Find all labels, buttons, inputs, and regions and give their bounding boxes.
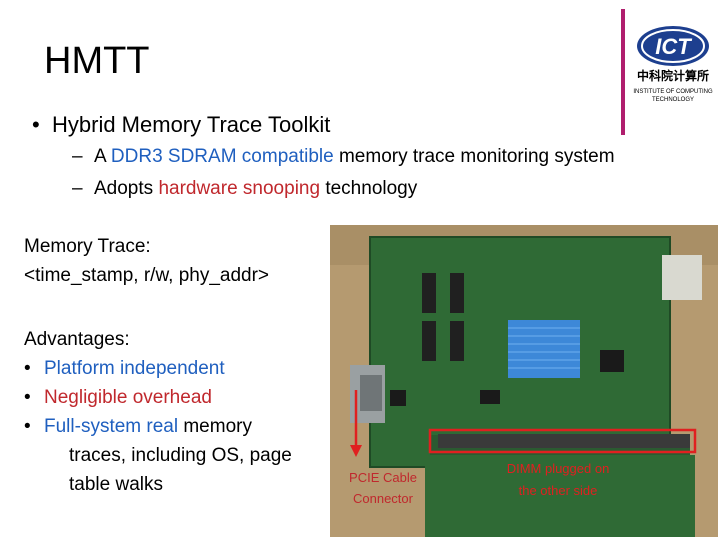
ict-logo-icon: ICT 中科院计算所 INSTITUTE OF COMPUTING TECHNO…	[633, 26, 713, 103]
pcie-caption-2: Connector	[353, 491, 414, 506]
logo-line2: TECHNOLOGY	[652, 97, 694, 103]
advantage-item: •Negligible overhead	[24, 387, 212, 408]
advantage-item: •Full-system real memory	[24, 416, 252, 437]
dimm-caption-1: DIMM plugged on	[507, 461, 610, 476]
logo-cn-text: 中科院计算所	[637, 68, 709, 83]
sub-bullet-snooping: –Adopts hardware snooping technology	[72, 178, 418, 199]
advantage-item: •Platform independent	[24, 358, 225, 379]
dimm-caption-2: the other side	[519, 483, 598, 498]
ict-logo: ICT 中科院计算所 INSTITUTE OF COMPUTING TECHNO…	[632, 20, 714, 110]
logo-line1: INSTITUTE OF COMPUTING	[633, 89, 713, 95]
logo-divider	[621, 9, 625, 135]
board-image: PCIE Cable Connector DIMM plugged on the…	[330, 225, 718, 537]
sub-bullet-ddr3: –A DDR3 SDRAM compatible memory trace mo…	[72, 146, 615, 167]
advantages-block: Advantages: •Platform independent •Negli…	[24, 325, 292, 499]
hmtt-board-photo: PCIE Cable Connector DIMM plugged on the…	[330, 225, 718, 537]
slide-title: HMTT	[44, 40, 150, 82]
memory-trace-block: Memory Trace: <time_stamp, r/w, phy_addr…	[24, 232, 269, 290]
logo-text: ICT	[655, 34, 692, 59]
main-bullet: •Hybrid Memory Trace Toolkit	[32, 112, 331, 137]
advantages-title: Advantages:	[24, 329, 130, 350]
pcie-caption-1: PCIE Cable	[349, 470, 417, 485]
trace-format: <time_stamp, r/w, phy_addr>	[24, 265, 270, 286]
trace-label: Memory Trace:	[24, 236, 151, 257]
